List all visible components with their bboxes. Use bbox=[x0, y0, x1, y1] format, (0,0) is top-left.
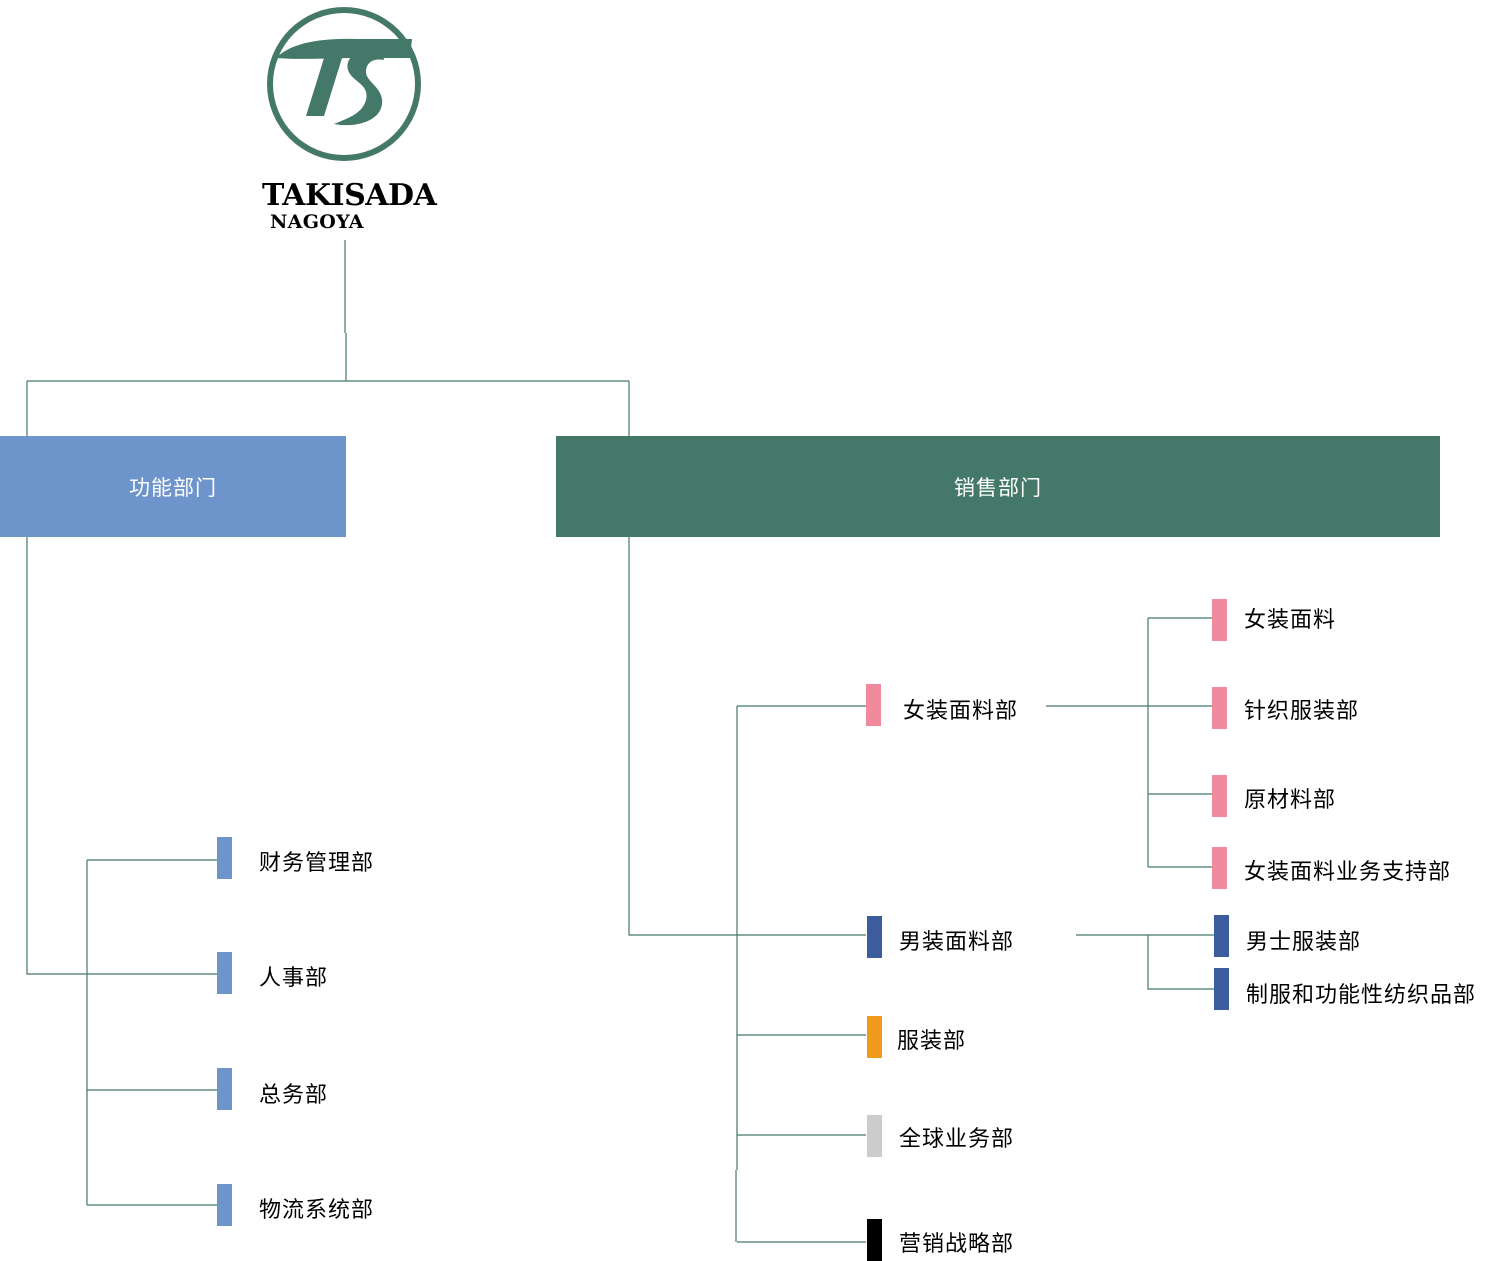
raw-materials-dept-label: 原材料部 bbox=[1244, 788, 1337, 813]
apparel-dept-label: 服装部 bbox=[897, 1029, 967, 1054]
womens-fabric-dept-label: 女装面料部 bbox=[903, 699, 1019, 724]
logistics-dept-label: 物流系统部 bbox=[259, 1198, 375, 1223]
womens-fabric-sub-marker bbox=[1212, 599, 1227, 641]
general-affairs-marker bbox=[217, 1068, 232, 1110]
menswear-marker bbox=[1214, 915, 1229, 957]
company-subname: NAGOYA bbox=[270, 211, 364, 233]
global-business-marker bbox=[867, 1115, 882, 1157]
company-name: TAKISADA bbox=[262, 178, 437, 213]
knitwear-marker bbox=[1212, 687, 1227, 729]
marketing-strategy-dept-label: 营销战略部 bbox=[899, 1232, 1015, 1257]
functional-division-title: 功能部门 bbox=[129, 475, 217, 500]
finance-dept-label: 财务管理部 bbox=[259, 851, 375, 876]
uniform-textiles-marker bbox=[1214, 968, 1229, 1010]
logistics-marker bbox=[217, 1184, 232, 1226]
finance-marker bbox=[217, 837, 232, 879]
womens-support-marker bbox=[1212, 847, 1227, 889]
hr-dept-label: 人事部 bbox=[259, 966, 329, 991]
menswear-dept-label: 男士服装部 bbox=[1246, 930, 1362, 955]
womens-fabric-marker bbox=[866, 684, 881, 726]
mens-fabric-dept-label: 男装面料部 bbox=[899, 930, 1015, 955]
sales-division-title: 销售部门 bbox=[954, 475, 1042, 500]
knitwear-dept-label: 针织服装部 bbox=[1244, 699, 1360, 724]
womens-fabric-sub-label: 女装面料 bbox=[1244, 608, 1337, 633]
sales-division-box: 销售部门 bbox=[556, 436, 1440, 537]
ts-emblem-icon bbox=[267, 7, 421, 161]
raw-materials-marker bbox=[1212, 775, 1227, 817]
uniform-textiles-dept-label: 制服和功能性纺织品部 bbox=[1246, 983, 1477, 1008]
functional-division-box: 功能部门 bbox=[0, 436, 346, 537]
apparel-marker bbox=[867, 1016, 882, 1058]
general-affairs-dept-label: 总务部 bbox=[259, 1083, 329, 1108]
marketing-strategy-marker bbox=[867, 1219, 882, 1261]
mens-fabric-marker bbox=[867, 916, 882, 958]
hr-marker bbox=[217, 952, 232, 994]
global-business-dept-label: 全球业务部 bbox=[899, 1127, 1015, 1152]
womens-support-dept-label: 女装面料业务支持部 bbox=[1244, 860, 1452, 885]
company-logo: TAKISADA NAGOYA bbox=[262, 6, 437, 236]
